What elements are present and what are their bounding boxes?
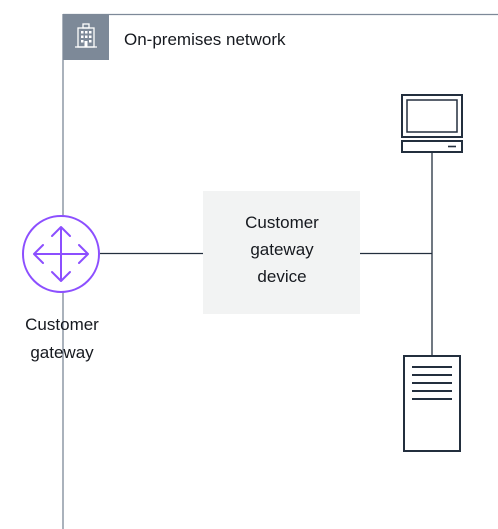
on-premises-network-group: On-premises network <box>62 13 498 529</box>
device-label-line3: device <box>257 267 306 286</box>
connections <box>100 152 433 356</box>
customer-gateway-device: Customer gateway device <box>203 191 360 314</box>
group-title: On-premises network <box>124 30 286 49</box>
customer-gateway-label-line1: Customer <box>25 315 99 334</box>
device-label-line1: Customer <box>245 213 319 232</box>
client-computer-icon <box>401 94 463 153</box>
corporate-building-icon <box>63 14 109 60</box>
device-label-line2: gateway <box>250 240 314 259</box>
device-box <box>203 191 360 314</box>
customer-gateway-label-line2: gateway <box>30 343 94 362</box>
router-icon <box>22 215 100 293</box>
server-icon <box>403 355 461 452</box>
customer-gateway: Customer gateway <box>22 215 100 362</box>
